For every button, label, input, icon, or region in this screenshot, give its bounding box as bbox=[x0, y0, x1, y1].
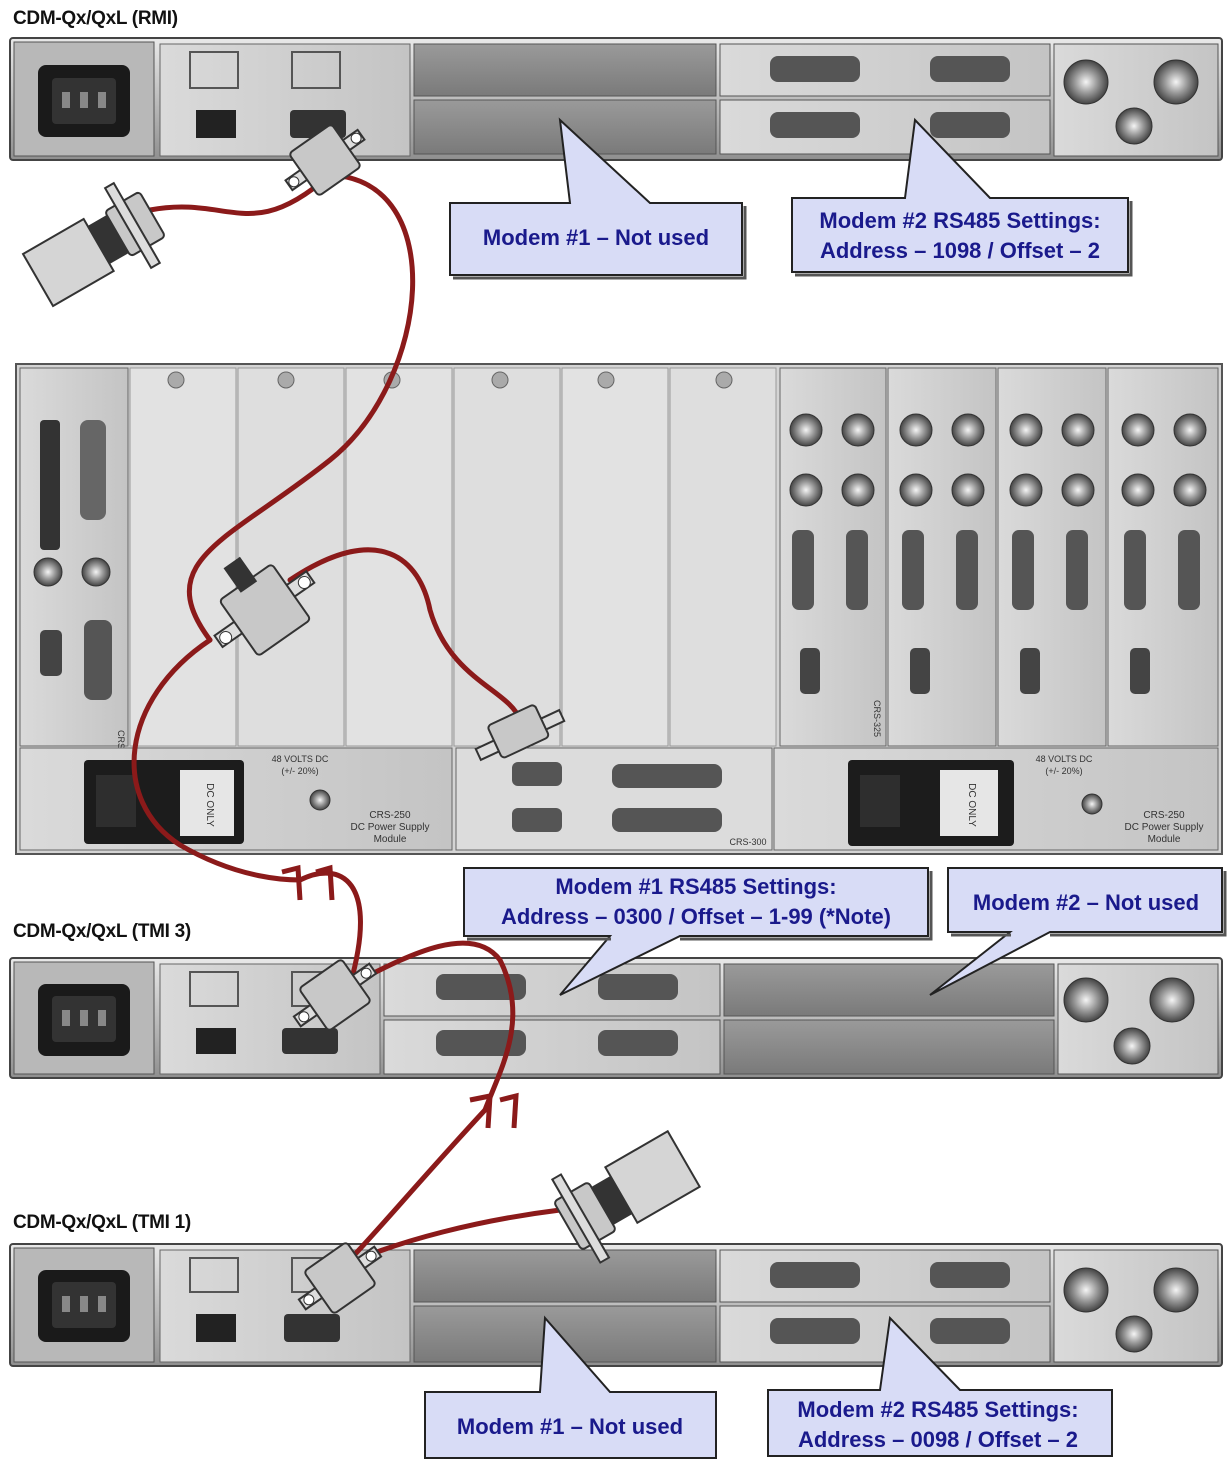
rmi-modem2-line1: Modem #2 RS485 Settings: bbox=[819, 208, 1100, 233]
tmi3-modem2-text: Modem #2 – Not used bbox=[973, 890, 1199, 915]
bnc-connector-icon bbox=[1064, 1268, 1108, 1312]
psu-left-dc-only: DC ONLY bbox=[204, 783, 215, 827]
bnc-connector-icon bbox=[1114, 1028, 1150, 1064]
psu-right-tolerance: (+/- 20%) bbox=[1045, 766, 1082, 776]
bnc-connector-icon bbox=[1116, 108, 1152, 144]
db9-port-icon bbox=[282, 1028, 338, 1054]
terminator-plug-icon bbox=[15, 174, 175, 320]
power-inlet-icon bbox=[38, 1270, 130, 1342]
tmi-card: CRS-325 bbox=[780, 368, 886, 746]
ethernet-port-icon bbox=[196, 110, 236, 138]
bnc-connector-icon bbox=[1150, 978, 1194, 1022]
psu-right-name1: CRS-250 bbox=[1143, 810, 1185, 821]
tmi3-modem1-line1: Modem #1 RS485 Settings: bbox=[555, 874, 836, 899]
psu-right-dc-only: DC ONLY bbox=[966, 783, 977, 827]
tmi-card bbox=[1108, 368, 1218, 746]
psu-left-name3: Module bbox=[374, 834, 407, 845]
psu-left-name2: DC Power Supply bbox=[351, 822, 430, 833]
power-inlet-icon bbox=[38, 984, 130, 1056]
psu-left-tolerance: (+/- 20%) bbox=[281, 766, 318, 776]
tmi3-modem1-line2: Address – 0300 / Offset – 1-99 (*Note) bbox=[501, 904, 891, 929]
ethernet-port-icon bbox=[196, 1314, 236, 1342]
bnc-connector-icon bbox=[1154, 60, 1198, 104]
psu-left-name1: CRS-250 bbox=[369, 810, 411, 821]
psu-right-voltage: 48 VOLTS DC bbox=[1036, 754, 1093, 764]
tmi-card bbox=[888, 368, 996, 746]
tmi1-modem2-line1: Modem #2 RS485 Settings: bbox=[797, 1397, 1078, 1422]
rmi-modem2-line2: Address – 1098 / Offset – 2 bbox=[820, 238, 1100, 263]
db9-port-icon bbox=[284, 1314, 340, 1342]
psu-right-name3: Module bbox=[1148, 834, 1181, 845]
rmi-modem1-text: Modem #1 – Not used bbox=[483, 225, 709, 250]
power-inlet-icon bbox=[38, 65, 130, 137]
tmi1-modem1-text: Modem #1 – Not used bbox=[457, 1414, 683, 1439]
psu-left-voltage: 48 VOLTS DC bbox=[272, 754, 329, 764]
tmi-card-label: CRS-325 bbox=[872, 700, 882, 737]
tmi1-unit bbox=[10, 1244, 1222, 1366]
bnc-connector-icon bbox=[1064, 978, 1108, 1022]
bnc-connector-icon bbox=[1116, 1316, 1152, 1352]
center-model: CRS-300 bbox=[729, 837, 766, 847]
rmi-unit bbox=[10, 38, 1222, 160]
tmi-card bbox=[998, 368, 1106, 746]
psu-right-name2: DC Power Supply bbox=[1125, 822, 1204, 833]
tmi1-modem2-line2: Address – 0098 / Offset – 2 bbox=[798, 1427, 1078, 1452]
ethernet-port-icon bbox=[196, 1028, 236, 1054]
crs300-chassis: CRS-350 CRS-325 bbox=[16, 364, 1222, 854]
bnc-connector-icon bbox=[1064, 60, 1108, 104]
tmi3-unit bbox=[10, 958, 1222, 1078]
bnc-connector-icon bbox=[1154, 1268, 1198, 1312]
